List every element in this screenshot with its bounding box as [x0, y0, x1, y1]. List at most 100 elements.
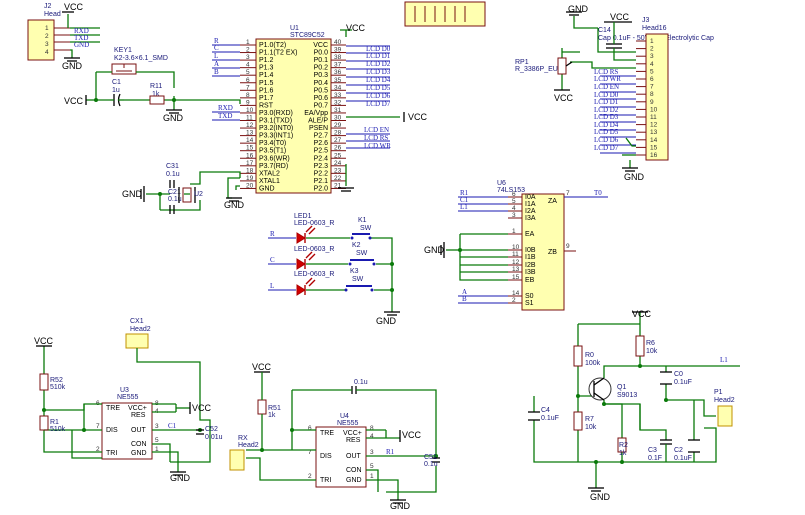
c31-capacitor[interactable]: C31 0.1u — [166, 163, 180, 188]
u3-tre: TRE — [106, 405, 120, 412]
j2-pin-4: 4 — [45, 49, 49, 56]
r1-val: 510k — [50, 426, 66, 433]
u2-ref: U2 — [194, 191, 203, 198]
u1-pin-num: 21 — [334, 182, 342, 189]
led1-diode[interactable] — [296, 225, 316, 244]
gnd-reset: GND — [163, 109, 184, 123]
led3-diode[interactable] — [296, 277, 316, 296]
j3-pin-num: 13 — [650, 129, 658, 136]
r2-ref: R2 — [619, 442, 628, 449]
k2-switch[interactable]: K2 SW — [348, 242, 376, 266]
u3-gnd: GND — [131, 450, 147, 457]
u1-pin-num: 30 — [334, 115, 342, 122]
k1-type: SW — [360, 225, 372, 232]
r2-resistor[interactable]: R2 1k — [617, 437, 628, 457]
j3-pin-num: 6 — [650, 76, 654, 83]
c21-capacitor[interactable]: C21 0.1u — [168, 189, 182, 214]
vcc-reset: VCC — [64, 95, 87, 106]
u1-pin-num: 36 — [334, 69, 342, 76]
u4-tre: TRE — [320, 430, 334, 437]
c2-capacitor[interactable]: C2 0.1uF — [674, 439, 700, 462]
c51-val: 0.1u — [424, 461, 438, 468]
j2-net-gnd: GND — [74, 41, 89, 49]
gnd-j3-label: GND — [624, 172, 645, 182]
c31-ref: C31 — [166, 163, 179, 170]
vcc-top-label: VCC — [610, 12, 630, 22]
u1-pin-num: 5 — [246, 69, 250, 76]
u4-dis: DIS — [320, 453, 332, 460]
cx1-header[interactable]: CX1 Head2 — [125, 318, 151, 349]
u3-name: NE555 — [117, 394, 139, 401]
u1-pin-num: 7 — [246, 84, 250, 91]
u3-n-tri: 2 — [96, 446, 100, 453]
u1-pin-num: 16 — [246, 152, 254, 159]
u1-ref: U1 — [290, 25, 299, 32]
u4-gnd: GND — [346, 477, 362, 484]
r7-resistor[interactable]: R7 10k — [573, 411, 597, 431]
led-net-r: R — [270, 230, 275, 238]
rp1-potentiometer[interactable]: RP1 R_3386P_EU VCC — [515, 57, 574, 103]
c51-capacitor[interactable]: C51 0.1u — [424, 454, 440, 468]
u6-pin-label: I0A — [525, 194, 536, 201]
u1-pin-label: VCC — [313, 42, 328, 49]
u1-pin-num: 10 — [246, 107, 254, 114]
k3-switch[interactable]: K3 SW — [344, 268, 374, 292]
u6-pin-num: 3 — [512, 212, 516, 219]
r0-ref: R0 — [585, 352, 594, 359]
c1-capacitor[interactable]: C1 1u — [110, 79, 124, 107]
c4-capacitor[interactable]: C4 0.1uF — [528, 407, 559, 422]
r1-resistor[interactable]: R1 510k — [39, 415, 66, 433]
u6-pin-num: 2 — [512, 297, 516, 304]
r11-resistor[interactable]: R11 1k — [149, 83, 165, 105]
u3-out: OUT — [131, 427, 147, 434]
c3-capacitor[interactable]: C3 0.1F — [648, 439, 672, 462]
u6-pin-num: 13 — [512, 266, 520, 273]
k3-ref: K3 — [350, 268, 359, 275]
u1-pin-num: 20 — [246, 182, 254, 189]
u1-pin-num: 28 — [334, 130, 342, 137]
amp-wiring: L1 — [533, 312, 740, 488]
header-cutoff — [404, 1, 486, 27]
u1-pin-label: P1.6 — [259, 87, 274, 94]
u1-pin-num: 25 — [334, 152, 342, 159]
j3-pin-num: 2 — [650, 46, 654, 53]
crystal-u2[interactable]: U2 — [178, 187, 203, 203]
u4-vcc-label: VCC — [402, 430, 422, 440]
net-lcd-en: LCD EN — [364, 126, 389, 134]
u4-tri: TRI — [320, 477, 331, 484]
c0-ref: C0 — [674, 371, 683, 378]
r6-resistor[interactable]: R6 10k — [635, 335, 658, 357]
q1-transistor[interactable]: Q1 S9013 — [588, 377, 637, 401]
u4-ref: U4 — [340, 413, 349, 420]
r52-resistor[interactable]: R52 510k — [39, 373, 66, 391]
c0-capacitor[interactable]: C0 0.1uF — [660, 371, 692, 386]
c52-capacitor[interactable]: C52 0.01u — [196, 426, 223, 441]
r0-val: 100k — [585, 360, 601, 367]
j2-header[interactable]: J2 Head 1 2 3 4 — [27, 3, 70, 61]
u1-pin-label: P3.0(RXD) — [259, 110, 293, 117]
u6-pin-label: S1 — [525, 300, 534, 307]
r0-resistor[interactable]: R0 100k — [573, 345, 601, 367]
u1-pin-num: 38 — [334, 54, 342, 61]
u3-ref: U3 — [120, 387, 129, 394]
u4-timer[interactable]: U4 NE555 TRE DIS TRI VCC+ RES OUT CON GN… — [308, 413, 374, 488]
u1-pin-label: P0.1 — [314, 57, 329, 64]
u6-pin-num: 15 — [512, 274, 520, 281]
rx-header[interactable]: RX Head2 — [229, 435, 259, 471]
p1-header[interactable]: P1 Head2 — [714, 389, 735, 427]
u1-pin-num: 31 — [334, 107, 342, 114]
u1-right-pins: 40VCC39P0.038P0.137P0.236P0.335P0.434P0.… — [304, 39, 346, 192]
k2-ref: K2 — [352, 242, 361, 249]
k1-switch[interactable]: K1 SW — [350, 217, 372, 240]
key1-switch[interactable]: KEY1 K2-3.6×6.1_SMD — [111, 47, 168, 75]
c0-val: 0.1uF — [674, 379, 692, 386]
led2-diode[interactable] — [296, 251, 316, 270]
r51-val: 1k — [268, 412, 276, 419]
gnd-top-label: GND — [568, 4, 589, 14]
j3-net-8: LCD D5 — [594, 128, 619, 136]
